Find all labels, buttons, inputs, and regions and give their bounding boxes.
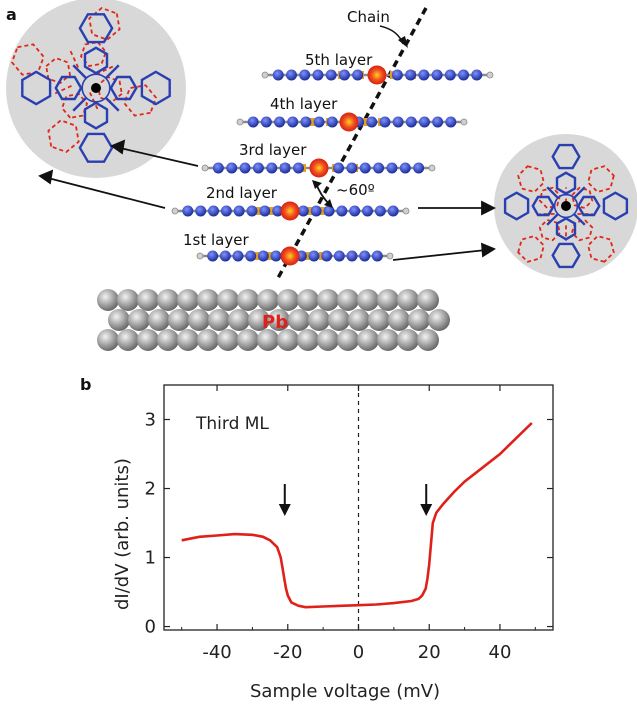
chain-pointer-arrowhead (398, 36, 408, 48)
gap-edge-arrows (278, 484, 433, 516)
molecule-stack (171, 65, 494, 266)
y-tick-label: 2 (145, 479, 156, 500)
metal-atom (309, 158, 329, 178)
x-tick-label: 0 (353, 642, 364, 663)
x-tick-label: 40 (489, 642, 512, 663)
panel-a: a Chain 5th layer 4th layer 3rd layer 2n… (6, 0, 637, 351)
gap-arrow-head (278, 504, 291, 516)
molecule-layer-5 (261, 65, 494, 85)
metal-atom (280, 201, 300, 221)
layer-label-4: 4th layer (270, 95, 338, 113)
angle-arrowhead-bottom (324, 199, 333, 208)
layer-label-2: 2nd layer (206, 184, 278, 202)
layer-label-5: 5th layer (305, 51, 373, 69)
pb-label: Pb (262, 312, 288, 333)
inset-right (494, 134, 637, 278)
angle-arrowhead-top (312, 180, 322, 189)
metal-atom (280, 246, 300, 266)
x-tick-label: -40 (202, 642, 231, 663)
y-axis-label: dI/dV (arb. units) (112, 458, 133, 610)
plot-annotation: Third ML (195, 414, 269, 434)
panel-a-letter: a (6, 5, 17, 24)
axis-ticks: -40 -20 0 20 40 0 1 2 3 (145, 385, 553, 663)
panel-b-letter: b (80, 375, 91, 394)
layer-label-3: 3rd layer (239, 141, 307, 159)
gap-arrow-head (420, 504, 433, 516)
angle-label: ~60º (336, 181, 375, 199)
layer-label-1: 1st layer (183, 231, 249, 249)
metal-atom (367, 65, 387, 85)
x-axis-label: Sample voltage (mV) (250, 681, 440, 702)
inset-pointer-arrows (38, 139, 497, 261)
molecule-layer-4 (236, 112, 468, 132)
molecule-layer-3 (201, 158, 436, 178)
chain-pointer-arrow (379, 25, 404, 45)
didv-curve (181, 422, 533, 609)
pb-substrate (97, 289, 450, 351)
chain-label: Chain (347, 8, 390, 26)
chain-axis-line (276, 7, 428, 279)
y-tick-label: 1 (145, 548, 156, 569)
y-tick-label: 3 (145, 410, 156, 431)
y-tick-label: 0 (145, 617, 156, 638)
metal-atom (339, 112, 359, 132)
inset-left (6, 0, 186, 178)
x-tick-label: 20 (418, 642, 441, 663)
panel-b: b -40 -20 0 20 40 0 1 2 3 Third ML Sample voltag… (80, 375, 554, 702)
molecule-layer-1 (196, 246, 394, 266)
molecule-layer-2 (171, 201, 410, 221)
x-tick-label: -20 (273, 642, 302, 663)
